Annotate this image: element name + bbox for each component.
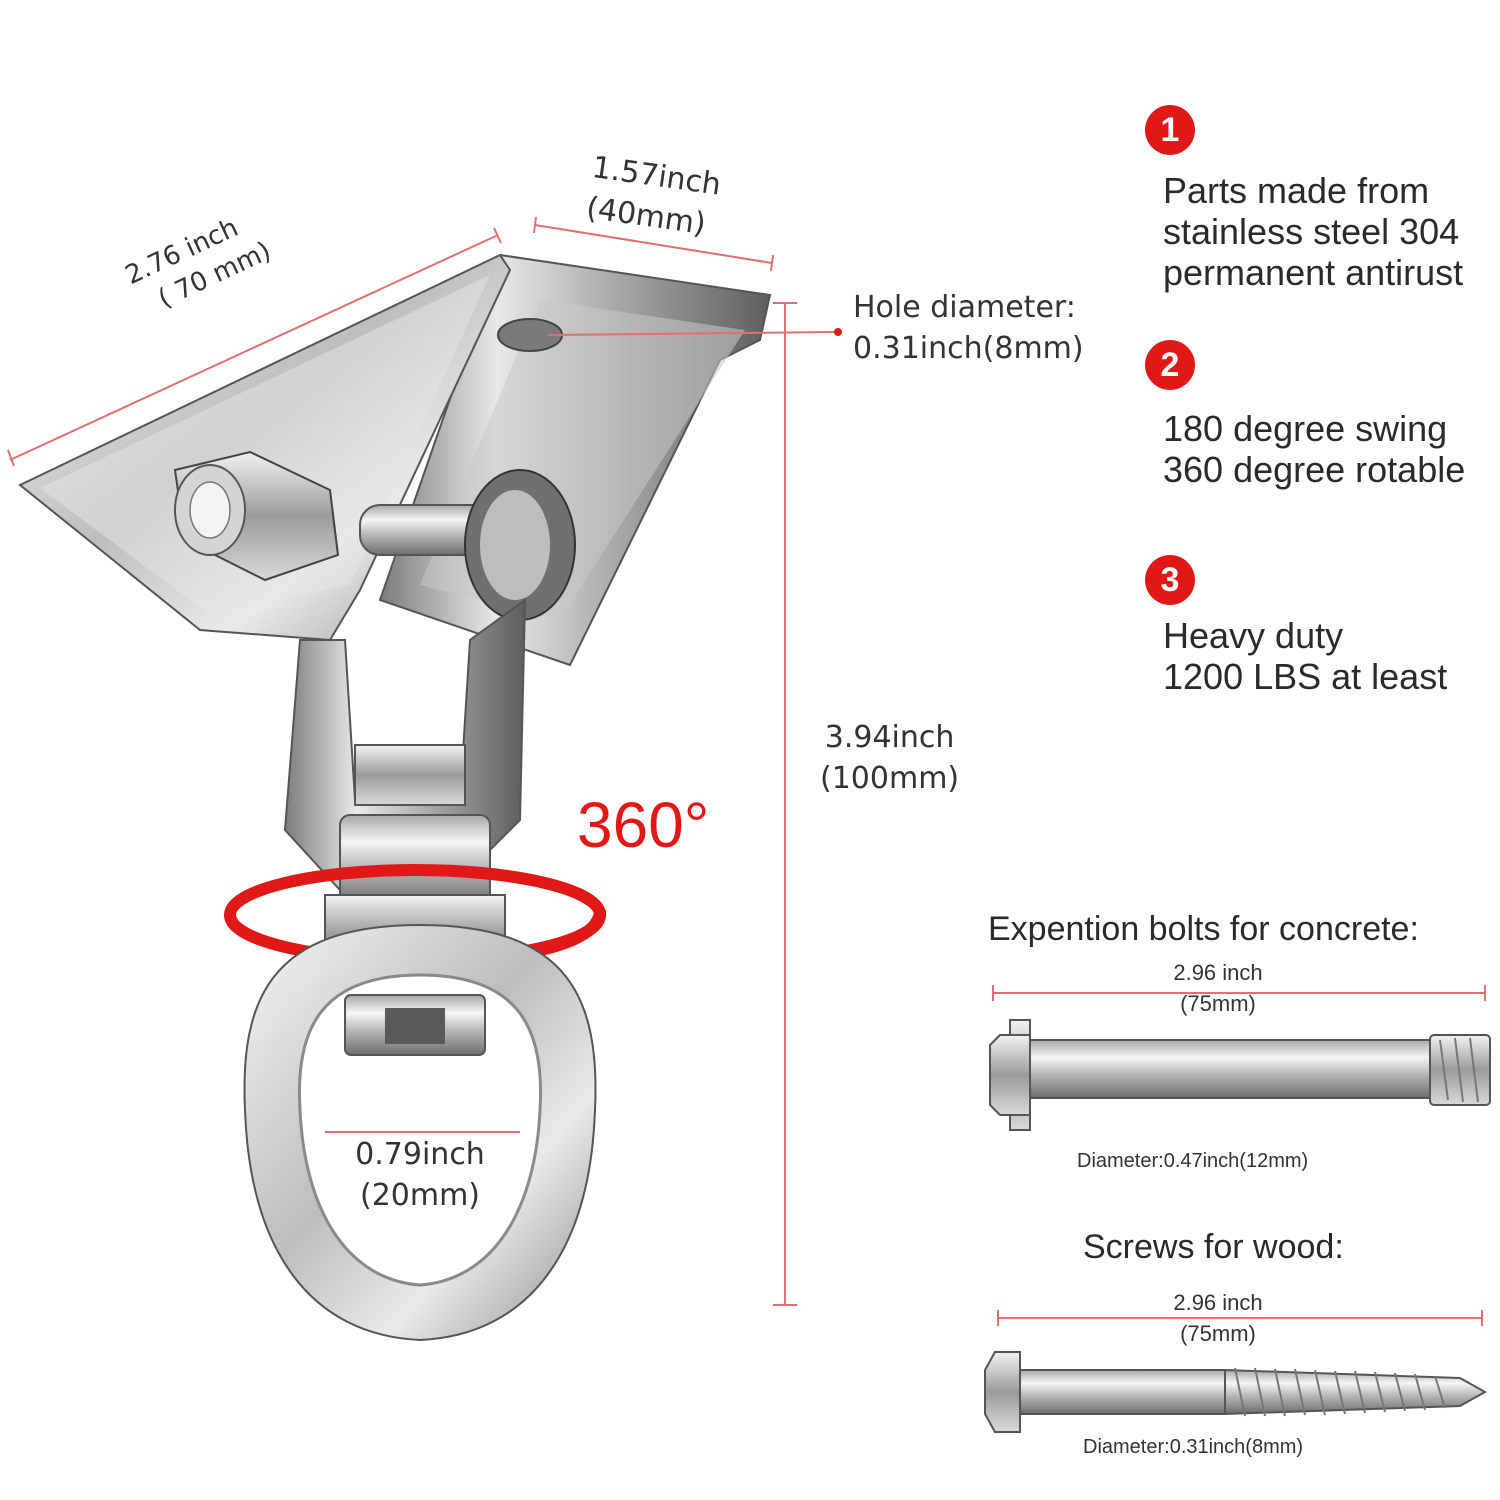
ring-dimension-label: 0.79inch (20mm) [345,1135,495,1216]
feature-2-line: 180 degree swing [1163,408,1448,449]
wood-screw-diameter: Diameter:0.31inch(8mm) [1083,1436,1304,1458]
concrete-bolt-diameter: Diameter:0.47inch(12mm) [1077,1150,1309,1172]
feature-3-line: 1200 LBS at least [1163,656,1448,697]
feature-1-line: Parts made from [1163,170,1430,211]
concrete-bolt-length-mm: (75mm) [1180,990,1256,1016]
expansion-bolt [989,1019,1491,1131]
feature-2-line: 360 degree rotable [1163,449,1466,490]
hole-diameter-title: Hole diameter: [853,290,1076,325]
wood-screw-length-mm: (75mm) [1180,1320,1256,1346]
height-mm: (100mm) [820,760,960,796]
height-inch: 3.94inch [824,720,955,755]
concrete-bolts-title: Expention bolts for concrete: [988,910,1419,948]
hole-diameter-value: 0.31inch(8mm) [853,330,1084,366]
feature-1-text: Parts made from stainless steel 304 perm… [1163,170,1463,293]
ring-mm: (20mm) [359,1177,481,1213]
yoke-nut [354,744,466,806]
feature-number-2: 2 [1145,340,1195,390]
feature-1-line: stainless steel 304 [1163,211,1460,252]
wood-screw-length: 2.96 inch (75mm) [1118,1288,1318,1350]
feature-2-text: 180 degree swing 360 degree rotable [1163,408,1465,490]
height-dimension-label: 3.94inch (100mm) [820,718,959,799]
feature-1-line: permanent antirust [1163,252,1464,293]
swivel-yoke [283,598,527,906]
mounting-plate [18,253,772,667]
ring-inch: 0.79inch [355,1137,485,1172]
feature-number-3: 3 [1145,555,1195,605]
wood-screws-title: Screws for wood: [1083,1228,1344,1266]
hole-diameter-label: Hole diameter: 0.31inch(8mm) [853,288,1084,369]
feature-number-1: 1 [1145,105,1195,155]
wood-screw-length-inch: 2.96 inch [1173,1290,1263,1315]
feature-3-line: Heavy duty [1163,615,1344,656]
concrete-bolt-length-inch: 2.96 inch [1173,960,1263,985]
feature-3-text: Heavy duty 1200 LBS at least [1163,615,1447,697]
concrete-bolt-length: 2.96 inch (75mm) [1118,958,1318,1020]
pivot-bolt [173,450,576,621]
rotation-label: 360° [577,789,710,861]
dimension-lines [7,216,1486,1326]
wood-screw [984,1351,1488,1433]
